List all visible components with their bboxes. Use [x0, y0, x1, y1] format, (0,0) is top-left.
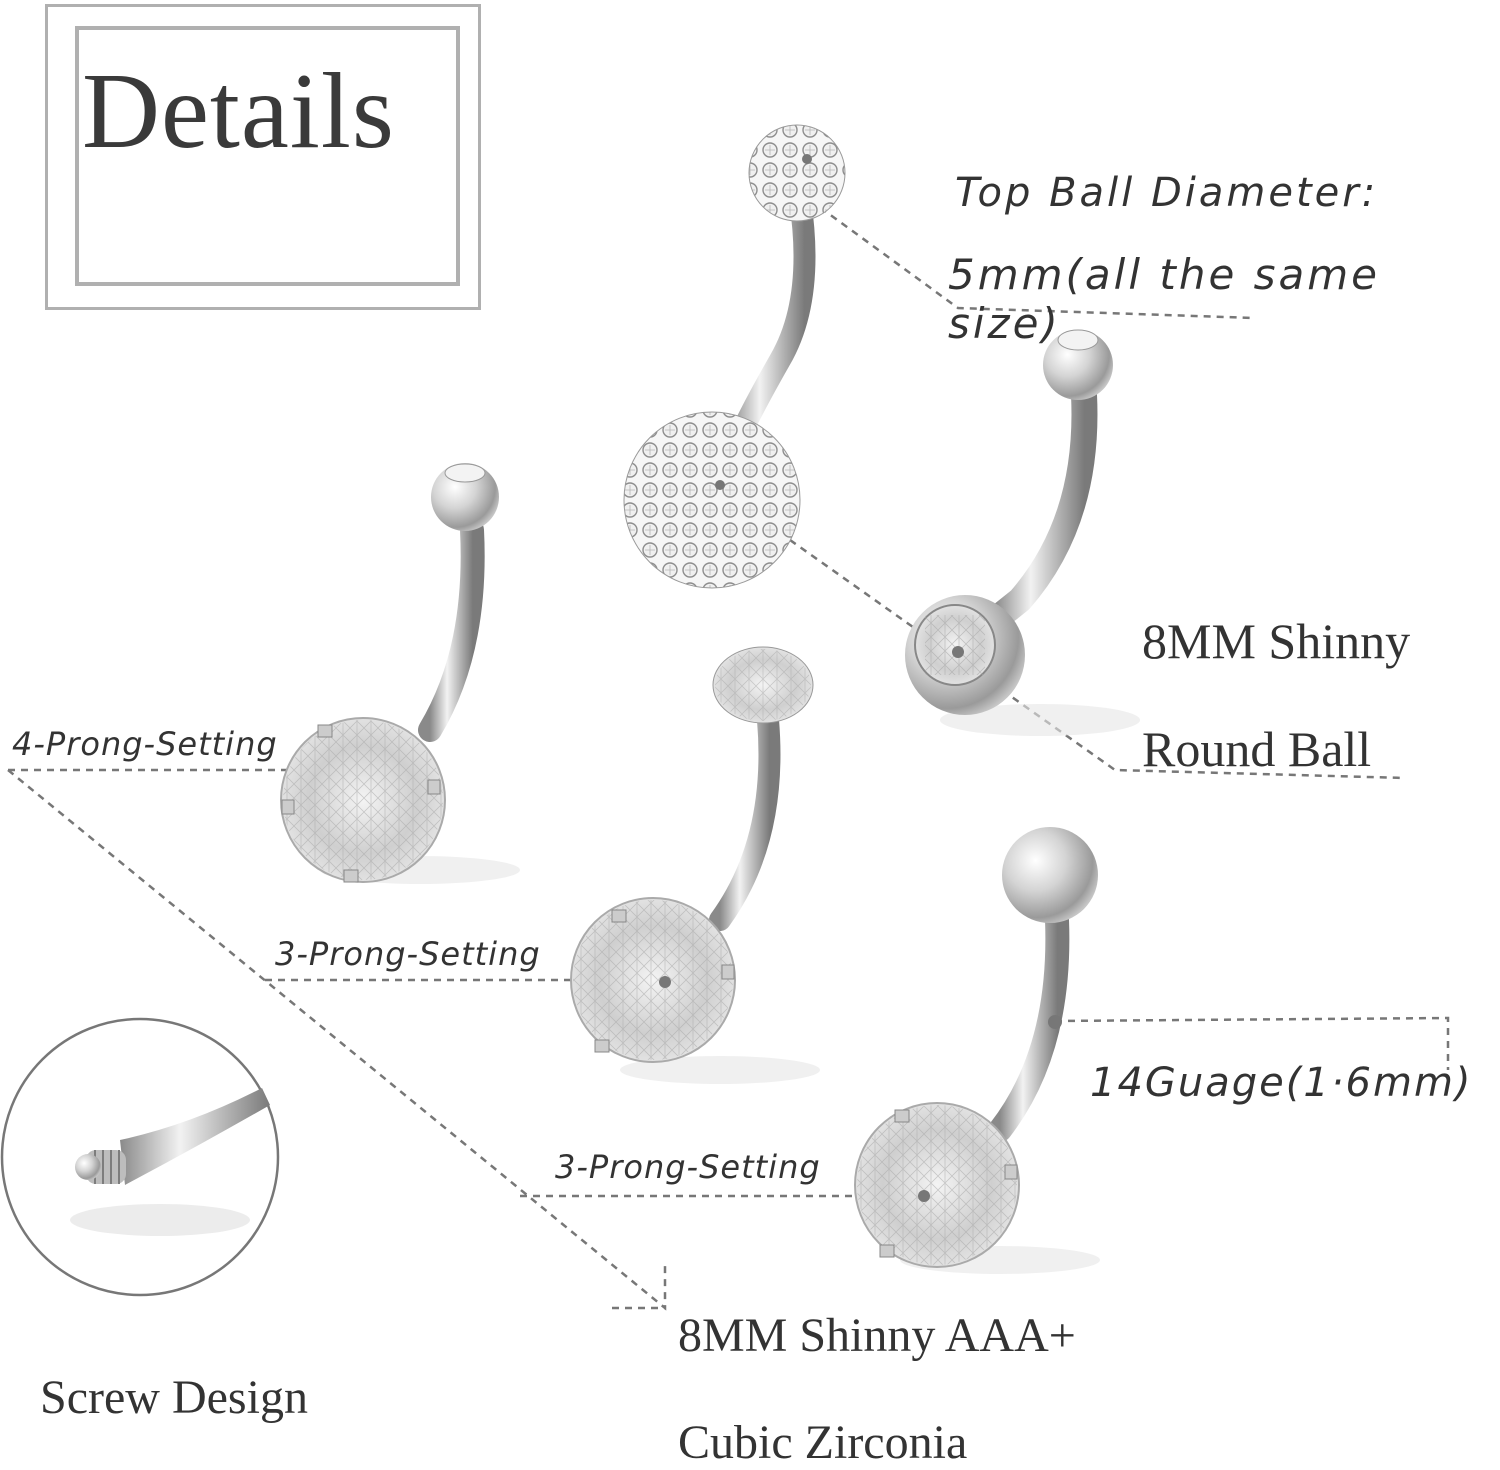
top-ball-label: Top Ball Diameter: [955, 170, 1379, 216]
leader-top-ball [809, 198, 1256, 320]
leader-round-ball [789, 538, 1406, 780]
page-title: Details [82, 52, 395, 171]
cz-label-2: Cubic Zirconia [678, 1416, 968, 1469]
title-frame-inner [75, 26, 460, 286]
three-prong-belly-ring-b [854, 827, 1100, 1274]
four-prong-label: 4-Prong-Setting [12, 725, 278, 763]
round-ball-label-2: Round Ball [1142, 721, 1372, 777]
three-prong-belly-ring-a [570, 646, 820, 1084]
four-prong-belly-ring [280, 463, 520, 884]
crystal-ball-belly-ring [623, 124, 846, 589]
title-frame-outer [45, 4, 481, 310]
three-prong-label-2: 3-Prong-Setting [555, 1148, 821, 1186]
screw-design-label: Screw Design [40, 1371, 308, 1424]
round-ball-belly-ring [905, 329, 1140, 736]
top-ball-size-label: 5mm(all the same size) [948, 250, 1381, 348]
three-prong-label-1: 3-Prong-Setting [275, 935, 541, 973]
screw-design-detail [0, 1017, 280, 1297]
gauge-label: 14Guage(1·6mm) [1090, 1060, 1473, 1106]
leader-gauge [1054, 1016, 1450, 1070]
round-ball-label-1: 8MM Shinny [1142, 613, 1411, 669]
cz-label-1: 8MM Shinny AAA+ [678, 1309, 1076, 1362]
leader-lines [7, 198, 1450, 1311]
